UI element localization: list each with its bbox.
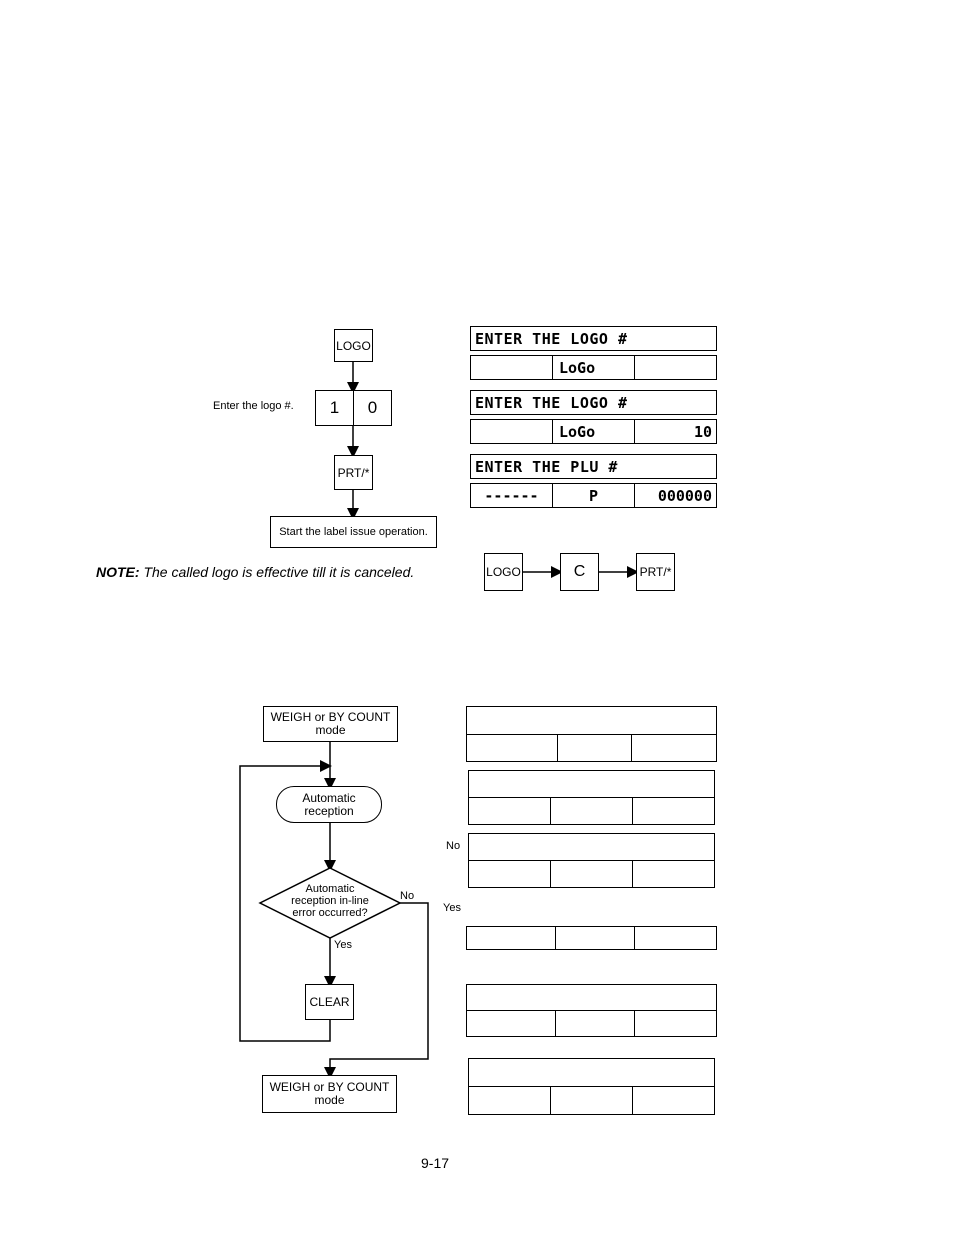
lcd-cell: LoGo	[553, 356, 635, 379]
clear-key: CLEAR	[305, 984, 354, 1020]
lcd-cell	[551, 1087, 633, 1114]
note-text: The called logo is effective till it is …	[143, 564, 415, 580]
lcd-cell	[467, 735, 558, 761]
lcd-cell	[556, 927, 635, 949]
lcd-cell: P	[553, 484, 635, 507]
cancel-prt-key: PRT/*	[636, 553, 675, 591]
decision-yes-label: Yes	[334, 939, 352, 951]
lcd-cell	[632, 735, 716, 761]
lcd-cell: LoGo	[553, 420, 635, 443]
lcd-row-1: LoGo	[470, 355, 717, 380]
lcd-cell	[469, 861, 551, 887]
lcd-title-2: ENTER THE LOGO #	[470, 390, 717, 415]
side-yes-label: Yes	[443, 902, 461, 914]
lcd-cell	[633, 861, 714, 887]
lcd-cell	[551, 861, 633, 887]
blank-lcd-row-6	[468, 1086, 715, 1115]
lcd-cell	[556, 1011, 635, 1036]
note-prefix: NOTE:	[96, 564, 140, 580]
blank-lcd-title-2	[468, 770, 715, 798]
lcd-cell	[633, 1087, 714, 1114]
prt-key: PRT/*	[334, 455, 373, 490]
lcd-cell	[467, 927, 556, 949]
side-no-label: No	[446, 840, 461, 852]
blank-lcd-title-1	[466, 706, 717, 735]
lcd-cell: 000000	[657, 486, 712, 505]
decision-text: Automatic reception in-line error occurr…	[291, 883, 369, 919]
lcd-title-3: ENTER THE PLU #	[470, 454, 717, 479]
blank-lcd-row-2	[468, 797, 715, 825]
lcd-cell	[635, 927, 716, 949]
start-label-box: Start the label issue operation.	[270, 516, 437, 548]
lcd-cell	[633, 798, 714, 824]
blank-lcd-row-1	[466, 734, 717, 762]
lcd-cell	[635, 1011, 716, 1036]
lcd-title-1: ENTER THE LOGO #	[470, 326, 717, 351]
decision-no-label: No	[400, 890, 415, 902]
lcd-cell: 10	[693, 422, 712, 441]
lcd-cell	[471, 356, 553, 379]
lcd-cell: ------	[471, 484, 553, 507]
lcd-row-3: ------ P 000000	[470, 483, 717, 508]
cancel-logo-key: LOGO	[484, 553, 523, 591]
lcd-cell	[469, 798, 551, 824]
blank-lcd-row-5	[466, 1010, 717, 1037]
blank-lcd-row-3	[468, 860, 715, 888]
lcd-cell	[471, 420, 553, 443]
blank-lcd-row-4	[466, 926, 717, 950]
blank-lcd-title-5	[466, 984, 717, 1011]
logo-key: LOGO	[334, 329, 373, 362]
digit-1-key: 1	[315, 390, 354, 426]
end-mode-box: WEIGH or BY COUNT mode	[262, 1075, 397, 1113]
lcd-cell	[558, 735, 632, 761]
lcd-cell	[635, 356, 716, 379]
lcd-cell	[467, 1011, 556, 1036]
note: NOTE: The called logo is effective till …	[96, 564, 414, 580]
lcd-cell	[469, 1087, 551, 1114]
enter-logo-label: Enter the logo #.	[213, 400, 294, 412]
cancel-c-key: C	[560, 553, 599, 591]
lcd-row-2: LoGo 10	[470, 419, 717, 444]
digit-0-key: 0	[353, 390, 392, 426]
page-number: 9-17	[421, 1155, 450, 1171]
blank-lcd-title-6	[468, 1058, 715, 1087]
start-mode-box: WEIGH or BY COUNT mode	[263, 706, 398, 742]
auto-reception-box: Automatic reception	[276, 786, 382, 823]
lcd-cell	[551, 798, 633, 824]
blank-lcd-title-3	[468, 833, 715, 861]
